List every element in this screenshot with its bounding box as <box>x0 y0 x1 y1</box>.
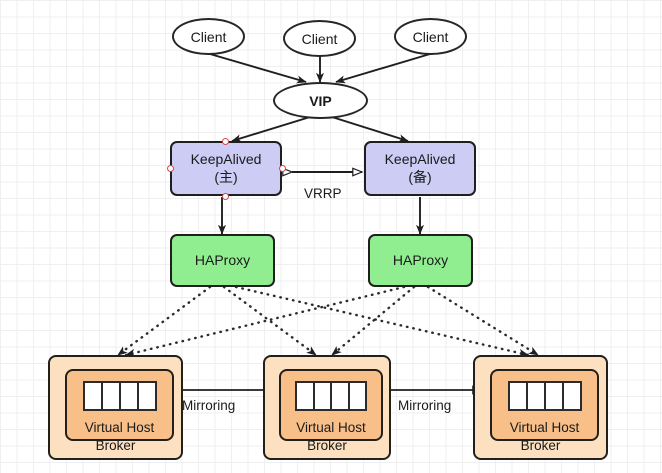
client-node-1[interactable]: Client <box>172 18 245 55</box>
edge-client1-vip <box>209 53 307 84</box>
keepalived-backup-role: (备) <box>408 168 432 185</box>
broker-label: Broker <box>307 438 347 453</box>
virtual-host-2[interactable]: Virtual Host <box>279 369 383 441</box>
broker-node-1[interactable]: Virtual Host Broker <box>48 355 183 460</box>
virtual-host-3[interactable]: Virtual Host <box>490 369 599 441</box>
keepalived-backup-label: KeepAlived <box>384 151 456 167</box>
vip-node[interactable]: VIP <box>273 82 368 119</box>
queue-icon <box>295 381 367 411</box>
connection-point-right[interactable] <box>279 165 286 172</box>
connection-point-bottom[interactable] <box>222 193 229 200</box>
broker-label: Broker <box>520 438 561 453</box>
edge-haproxy-left-broker2 <box>222 285 318 357</box>
client-label: Client <box>190 28 227 45</box>
virtual-host-label: Virtual Host <box>509 420 580 435</box>
client-label: Client <box>412 28 449 45</box>
mirroring-label-right: Mirroring <box>398 398 452 413</box>
edge-haproxy-right-broker2 <box>330 285 416 357</box>
haproxy-label: HAProxy <box>194 251 251 268</box>
client-node-2[interactable]: Client <box>283 20 356 57</box>
queue-icon <box>508 381 582 411</box>
broker-label: Broker <box>95 438 136 453</box>
edge-haproxy-left-broker3 <box>234 285 530 357</box>
edge-haproxy-left-broker1 <box>116 285 212 357</box>
haproxy-label: HAProxy <box>392 251 449 268</box>
haproxy-node-right[interactable]: HAProxy <box>368 234 473 287</box>
edge-vip-keepalived-master <box>231 116 311 143</box>
client-label: Client <box>301 30 338 47</box>
connection-point-top[interactable] <box>222 138 229 145</box>
vip-label: VIP <box>309 92 332 109</box>
keepalived-master-role: (主) <box>214 168 238 185</box>
keepalived-master-label: KeepAlived <box>190 151 262 167</box>
edge-haproxy-right-broker3 <box>426 285 540 357</box>
edge-haproxy-right-broker1 <box>124 285 406 357</box>
client-node-3[interactable]: Client <box>394 18 467 55</box>
haproxy-node-left[interactable]: HAProxy <box>170 234 275 287</box>
virtual-host-label: Virtual Host <box>84 420 155 435</box>
edge-client3-vip <box>335 53 431 84</box>
broker-node-3[interactable]: Virtual Host Broker <box>473 355 608 460</box>
connection-point-left[interactable] <box>167 165 174 172</box>
keepalived-backup-node[interactable]: KeepAlived (备) <box>364 141 476 196</box>
queue-icon <box>83 381 157 411</box>
broker-node-2[interactable]: Virtual Host Broker <box>263 355 391 460</box>
virtual-host-1[interactable]: Virtual Host <box>65 369 174 441</box>
edge-vip-keepalived-backup <box>331 116 409 143</box>
mirroring-label-left: Mirroring <box>182 398 236 413</box>
vrrp-edge-label: VRRP <box>304 186 342 201</box>
virtual-host-label: Virtual Host <box>296 420 366 435</box>
keepalived-master-node[interactable]: KeepAlived (主) <box>170 141 282 196</box>
